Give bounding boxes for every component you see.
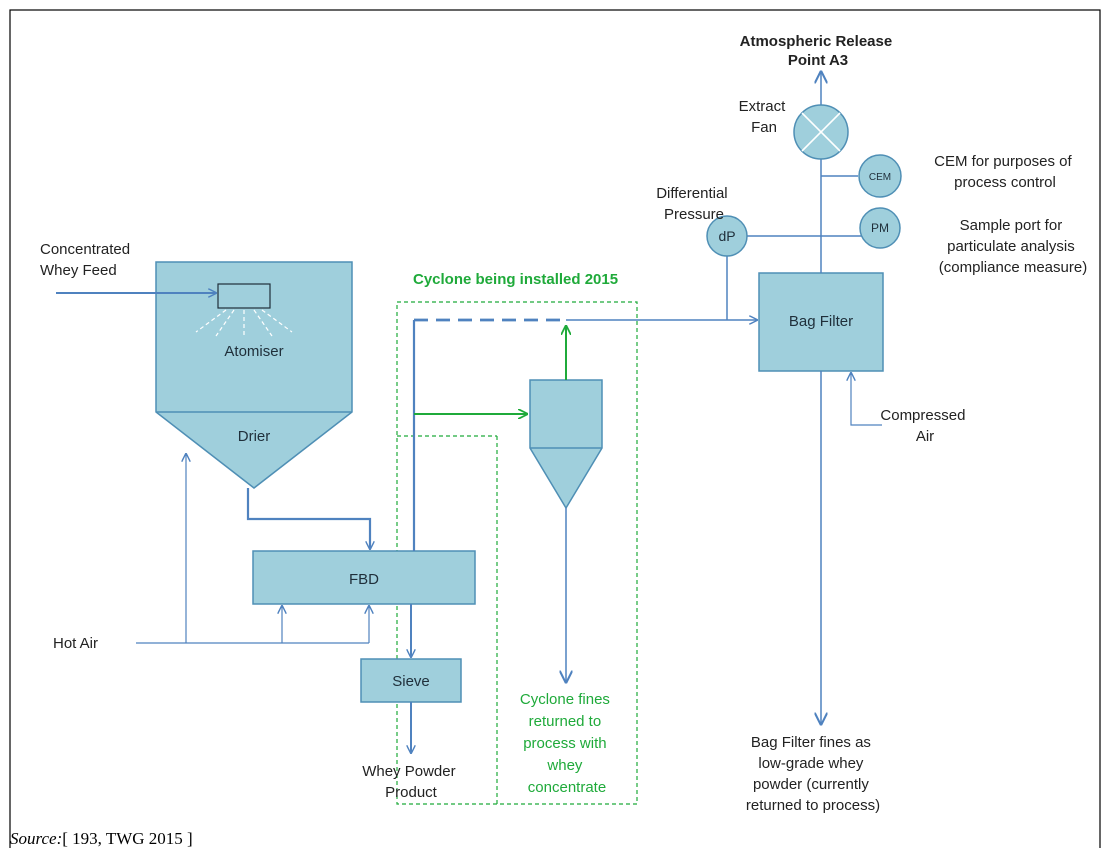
cyclone-boundary-cutout [398,436,495,803]
extract-fan-cross-2 [801,112,841,152]
compressed-air-label: Compressed Air [880,407,969,445]
hot-air-label: Hot Air [53,635,98,652]
cem-label: CEM [869,172,891,183]
drier-label: Drier [238,428,271,445]
atomiser-label: Atomiser [224,343,283,360]
pm-label: PM [871,221,889,235]
cem-description: CEM for purposes of process control [934,153,1076,191]
feed-label: Concentrated Whey Feed [40,241,134,279]
atomiser-nozzle [217,283,271,309]
cem-circle [858,154,902,198]
drier-to-fbd-line [246,488,370,549]
atomiser-spray [195,309,293,338]
dp-circle [706,215,748,257]
atmospheric-release-label: Atmospheric Release Point A3 [740,33,897,69]
cyclone [529,379,603,510]
drier-vessel [155,261,353,489]
bag-filter-label: Bag Filter [789,313,853,330]
whey-powder-product-label: Whey Powder Product [362,763,460,801]
fbd-label: FBD [349,571,379,588]
cyclone-installed-label: Cyclone being installed 2015 [413,271,618,288]
bag-filter-box [758,272,884,372]
bag-filter-fines-label: Bag Filter fines as low-grade whey powde… [746,734,880,814]
source-citation: Source:[ 193, TWG 2015 ] [10,829,193,848]
cyclone-fines-label: Cyclone fines returned to process with w… [520,691,614,796]
differential-pressure-label: Differential Pressure [656,185,732,223]
outer-frame [9,9,1101,848]
dp-label: dP [718,228,735,244]
compressed-air-line [851,373,882,426]
fbd-box [252,550,476,605]
pm-description: Sample port for particulate analysis (co… [939,217,1087,276]
pm-circle [859,207,901,249]
extract-fan-label: Extract Fan [739,98,790,136]
sieve-label: Sieve [392,673,430,690]
sieve-box [360,658,462,703]
